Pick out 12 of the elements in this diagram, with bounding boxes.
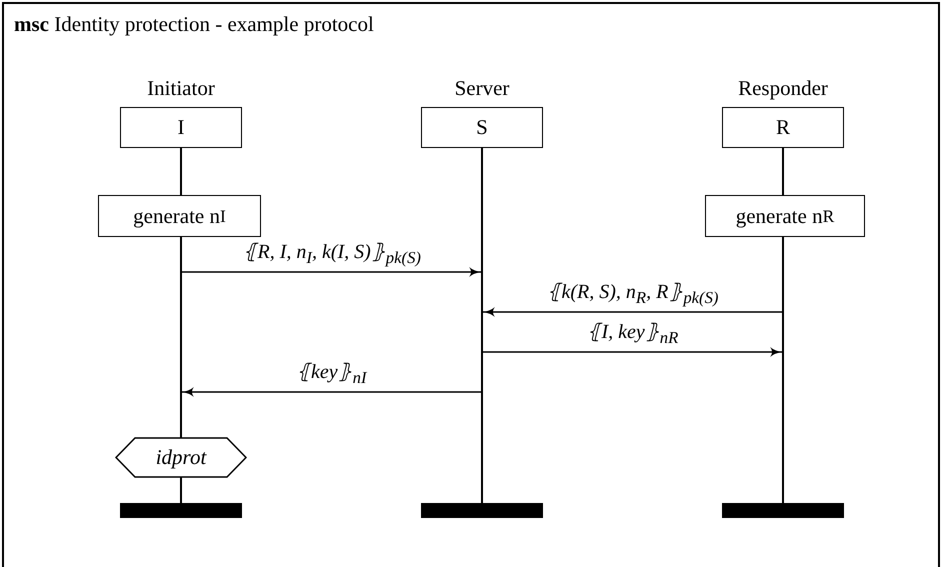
instance-box: S xyxy=(421,107,543,148)
end-bar xyxy=(120,503,242,518)
instance-name: Server xyxy=(454,76,510,102)
lifeline xyxy=(481,148,483,503)
end-bar xyxy=(722,503,844,518)
instance-name: Initiator xyxy=(146,76,216,102)
instance-name: Responder xyxy=(737,76,829,102)
condition-hexagon: idprot xyxy=(115,437,247,478)
diagram-title: msc Identity protection - example protocol xyxy=(14,12,374,37)
end-bar xyxy=(421,503,543,518)
instance-box: R xyxy=(722,107,844,148)
instance-box: I xyxy=(120,107,242,148)
